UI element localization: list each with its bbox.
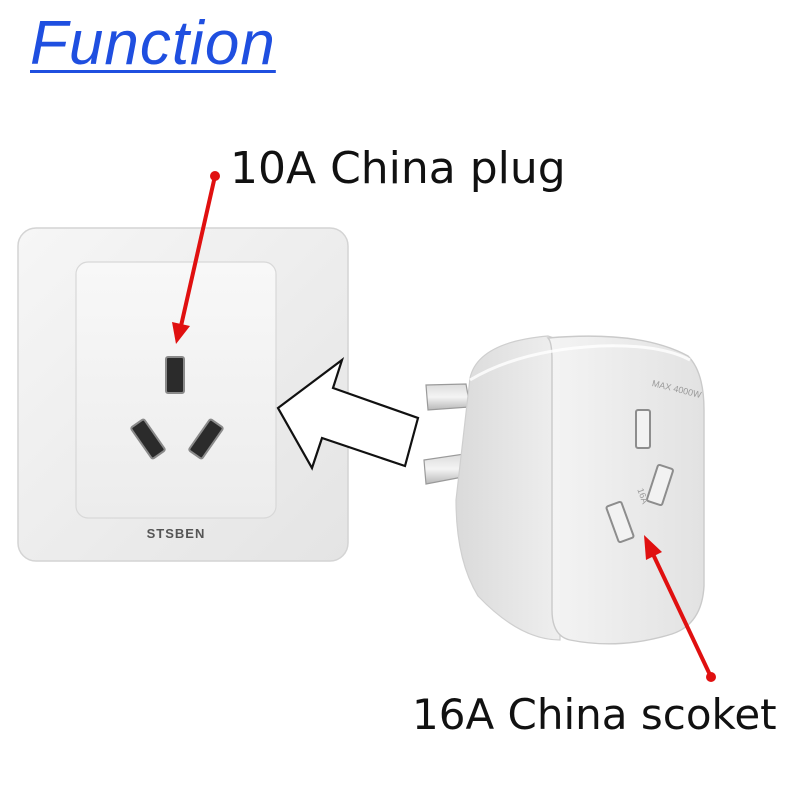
socket-hole-top <box>165 356 185 394</box>
adapter-hole-left <box>605 500 635 544</box>
page-title: Function <box>30 9 276 78</box>
insert-arrow <box>276 357 420 471</box>
adapter-hole-right <box>646 463 674 507</box>
adapter: MAX 4000W 16A <box>423 335 705 645</box>
socket-hole-left <box>130 418 166 460</box>
socket-label: 16A China scoket <box>412 690 777 739</box>
brand-label: STSBEN <box>147 526 206 541</box>
adapter-side <box>455 335 561 641</box>
adapter-hole-top <box>635 409 651 449</box>
adapter-front <box>546 335 705 645</box>
pointer-socket <box>644 535 716 682</box>
plug-label: 10A China plug <box>230 143 566 194</box>
pointer-plug <box>172 171 220 344</box>
adapter-pin-top <box>425 383 471 411</box>
socket-hole-right <box>188 418 224 460</box>
